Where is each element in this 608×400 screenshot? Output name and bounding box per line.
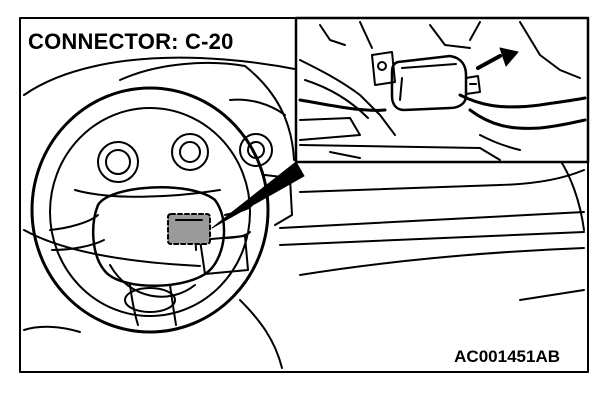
inset-detail xyxy=(294,16,590,164)
figure-code: AC001451AB xyxy=(454,347,560,366)
arrow-icon xyxy=(476,47,519,70)
callout-pointer xyxy=(211,161,305,229)
connector-title: CONNECTOR: C-20 xyxy=(28,29,234,54)
connector-location xyxy=(167,213,211,245)
steering-wheel xyxy=(30,86,270,334)
